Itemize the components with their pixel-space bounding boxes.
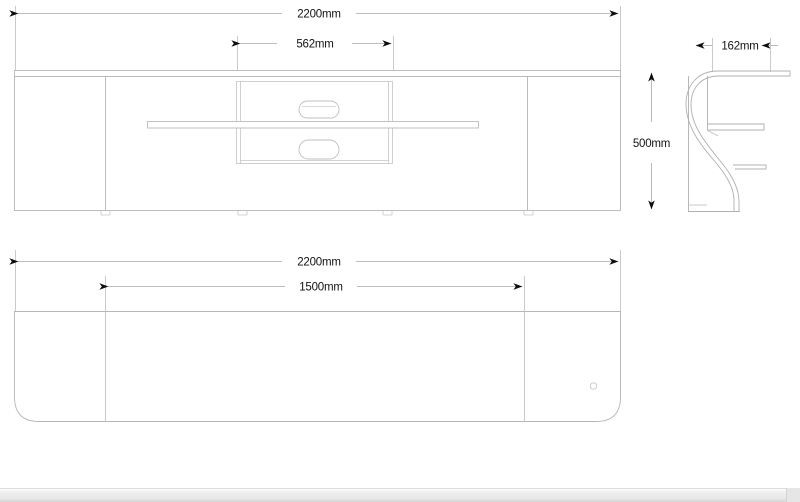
front-feet <box>100 210 534 216</box>
plan-view: 2200mm 1500mm <box>9 250 621 422</box>
side-elevation-view: 162mm 500mm <box>633 38 791 212</box>
s-curve-inner <box>690 75 772 212</box>
dim-front-center-width: 562mm <box>231 39 392 51</box>
dim-side-height-label: 500mm <box>633 138 670 150</box>
low-shelf-edge <box>733 164 767 170</box>
s-curve-outer <box>685 70 772 212</box>
dim-side-depth-label: 162mm <box>721 41 758 53</box>
front-middle-shelf <box>147 121 479 129</box>
dim-side-height: 500mm <box>633 72 670 210</box>
dim-plan-inner-width: 1500mm <box>99 282 523 294</box>
dim-plan-overall-width: 2200mm <box>9 257 619 269</box>
plan-cable-grommet <box>589 382 598 390</box>
top-shelf-edge <box>718 70 791 77</box>
scrollbar-corner <box>786 488 800 502</box>
dim-plan-overall-width-label: 2200mm <box>297 257 341 269</box>
dim-front-overall-width-label: 2200mm <box>297 9 341 21</box>
plan-seams <box>105 311 525 422</box>
dim-front-center-width-label: 562mm <box>296 39 333 51</box>
front-elevation-view: 2200mm 562mm <box>9 6 621 216</box>
horizontal-scrollbar[interactable] <box>0 488 800 502</box>
dim-plan-inner-width-label: 1500mm <box>299 282 343 294</box>
side-profile-geometry <box>685 70 791 212</box>
lower-drawer-handle <box>298 139 340 160</box>
dim-side-depth: 162mm <box>695 41 778 53</box>
mid-shelf-edge <box>707 123 765 131</box>
front-drawer-handles <box>298 100 340 160</box>
side-depth-extension-lines <box>712 38 771 72</box>
dim-front-overall-width: 2200mm <box>9 9 619 21</box>
plan-worktop-outline <box>14 311 621 422</box>
upper-drawer-handle <box>298 100 340 119</box>
